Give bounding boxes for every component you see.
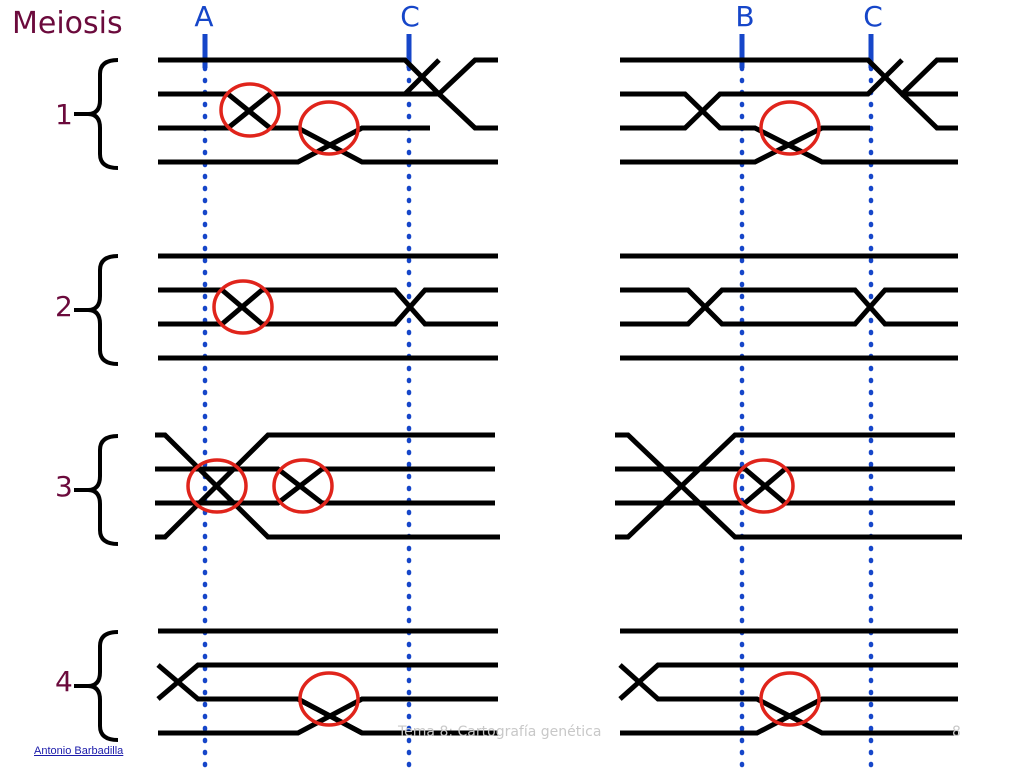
locus-label-left-2: C xyxy=(400,0,420,33)
slide-title: Meiosis xyxy=(12,6,123,41)
author-link[interactable]: Antonio Barbadilla xyxy=(34,745,124,757)
strand-2-2 xyxy=(158,287,498,327)
strand-3-4 xyxy=(155,432,495,540)
brace-4 xyxy=(74,630,119,742)
crossover-circle-4-left xyxy=(298,671,360,727)
footer-topic: Tema 8: Cartografía genética xyxy=(398,724,602,740)
crossover-circle-1-right xyxy=(759,100,821,156)
locus-label-right-2: C xyxy=(863,0,883,33)
crossover-circle-4-right xyxy=(759,671,821,727)
meiosis-label-2: 2 xyxy=(55,290,73,323)
strand-1-r4 xyxy=(620,125,870,165)
strand-4-x xyxy=(296,696,364,736)
brace-2 xyxy=(74,254,119,366)
strand-2-r2 xyxy=(620,287,958,327)
crossover-circle-3-right xyxy=(733,458,795,514)
crossover-circle-3-left-a xyxy=(186,458,248,514)
brace-3 xyxy=(74,434,119,546)
locus-label-left-1: A xyxy=(194,0,214,33)
brace-1 xyxy=(74,58,119,170)
strand-1-r1 xyxy=(620,57,958,98)
strand-1-1 xyxy=(158,57,498,98)
strand-3-3 xyxy=(155,466,495,506)
crossover-circle-2-left xyxy=(212,279,274,335)
meiosis-label-4: 4 xyxy=(55,665,73,698)
strand-1-4 xyxy=(158,125,410,165)
strand-3-r3 xyxy=(615,466,955,506)
strand-4-r2 xyxy=(618,663,958,736)
strand-1-2b xyxy=(437,92,498,131)
crossover-circle-1-left-b xyxy=(298,100,360,156)
strand-4-r3 xyxy=(618,662,958,701)
crossover-circle-3-left-b xyxy=(272,458,334,514)
strand-3-r4 xyxy=(615,432,955,540)
strand-1-r2 xyxy=(620,91,958,165)
locus-label-right-1: B xyxy=(735,0,755,33)
strand-1-r3 xyxy=(620,58,904,131)
strand-3-1 xyxy=(155,432,500,540)
strand-4-r4 xyxy=(620,696,958,736)
crossover-circle-1-left-a xyxy=(219,82,281,138)
meiosis-label-3: 3 xyxy=(55,470,73,503)
strand-2-3 xyxy=(158,287,498,327)
strand-1-2 xyxy=(158,91,498,165)
page-number: 8 xyxy=(952,724,961,740)
strand-2-r3 xyxy=(620,287,958,327)
strand-4-3 xyxy=(156,662,498,701)
strand-1-r3b xyxy=(900,92,958,131)
meiosis-label-1: 1 xyxy=(55,98,73,131)
strand-3-r1 xyxy=(615,432,962,540)
